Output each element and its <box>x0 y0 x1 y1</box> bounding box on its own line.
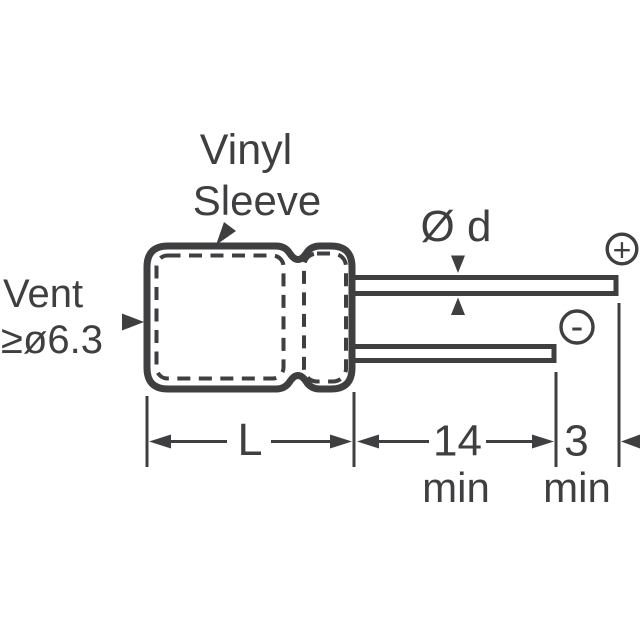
positive-lead <box>342 275 619 296</box>
lead-diameter-arrow-top-icon <box>451 255 465 273</box>
capacitor-body-outline <box>143 242 356 393</box>
vent-label-line2: ≥ø6.3 <box>1 318 103 362</box>
negative-polarity-circle <box>559 309 595 345</box>
dim-L-label: L <box>237 414 262 465</box>
negative-polarity-sign: - <box>571 306 584 348</box>
end-seal-dashed-outline <box>302 251 348 384</box>
dim-14-arrow-right-icon <box>532 434 554 449</box>
dim-L-arrow-left-icon <box>149 434 171 449</box>
dim-3-unit: min <box>543 464 611 511</box>
dim-14-value: 14 <box>433 417 482 466</box>
vent-pointer-icon <box>122 313 144 331</box>
lead-diameter-arrow-bottom-icon <box>451 297 465 315</box>
vinyl-sleeve-label-line2: Sleeve <box>193 177 321 224</box>
positive-polarity-sign: + <box>613 232 632 268</box>
dim-14-unit: min <box>422 464 490 511</box>
dim-3-arrow-right-icon <box>621 434 640 449</box>
dim-14-arrow-left-icon <box>357 434 379 449</box>
capacitor-can-dashed-outline <box>154 253 286 381</box>
vinyl-sleeve-label-line1: Vinyl <box>200 126 292 174</box>
vent-label-line1: Vent <box>3 272 83 316</box>
negative-lead <box>342 344 557 363</box>
positive-polarity-circle <box>605 232 639 266</box>
vinyl-sleeve-pointer-icon <box>216 222 236 245</box>
dim-L-arrow-right-icon <box>330 434 352 449</box>
lead-diameter-label: Ø d <box>421 202 492 251</box>
dim-3-value: 3 <box>564 417 588 466</box>
